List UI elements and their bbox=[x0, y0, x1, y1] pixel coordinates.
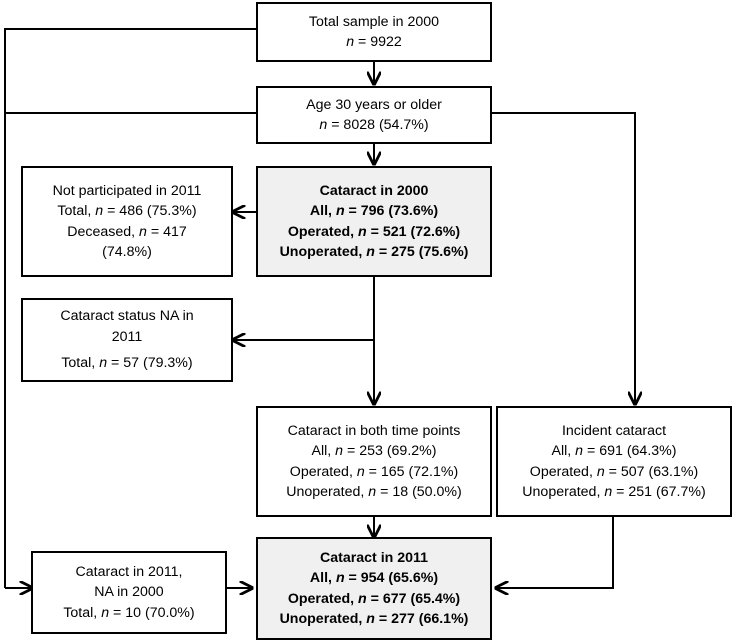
node-age-30-line-2: n = 8028 (54.7%) bbox=[319, 117, 429, 133]
node-cataract-2011-line-2: All, n = 954 (65.6%) bbox=[309, 570, 439, 587]
node-incident-line-4: Unoperated, n = 251 (67.7%) bbox=[522, 483, 706, 500]
node-cataract-2011[interactable]: Cataract in 2011 All, n = 954 (65.6%) Op… bbox=[256, 537, 492, 640]
arrow-incident-to-cataract2011 bbox=[496, 517, 614, 588]
node-age-30-line-1: Age 30 years or older bbox=[306, 96, 442, 113]
node-both-line-3: Operated, n = 165 (72.1%) bbox=[289, 463, 459, 480]
node-cataract-2011-line-3: Operated, n = 677 (65.4%) bbox=[287, 590, 461, 607]
node-cataract-2000-line-2: All, n = 796 (73.6%) bbox=[309, 203, 439, 220]
node-total-sample-line-2: n = 9922 bbox=[346, 34, 402, 50]
node-status-na-line-1: Cataract status NA in bbox=[60, 308, 194, 325]
node-incident-cataract[interactable]: Incident cataract All, n = 691 (64.3%) O… bbox=[496, 406, 732, 517]
node-incident-line-2: All, n = 691 (64.3%) bbox=[551, 443, 677, 460]
node-cataract-2000-line-1: Cataract in 2000 bbox=[319, 182, 429, 199]
node-incident-line-1: Incident cataract bbox=[561, 422, 667, 439]
node-age-30-or-older[interactable]: Age 30 years or older n = 8028 (54.7%) bbox=[256, 86, 492, 144]
node-both-line-2: All, n = 253 (69.2%) bbox=[311, 443, 437, 460]
node-na2000-line-3: Total, n = 10 (70.0%) bbox=[63, 604, 195, 621]
node-cataract-2000-line-3: Operated, n = 521 (72.6%) bbox=[287, 223, 461, 240]
node-not-participated-line-1: Not participated in 2011 bbox=[52, 182, 202, 199]
node-na2000-line-2: NA in 2000 bbox=[94, 584, 164, 601]
node-both-line-1: Cataract in both time points bbox=[287, 422, 461, 439]
node-not-participated-line-4: (74.8%) bbox=[102, 243, 152, 260]
node-not-participated-line-2: Total, n = 486 (75.3%) bbox=[57, 203, 197, 220]
node-cataract-2011-line-1: Cataract in 2011 bbox=[319, 549, 429, 566]
node-cataract-2000[interactable]: Cataract in 2000 All, n = 796 (73.6%) Op… bbox=[256, 166, 492, 277]
node-not-participated-2011[interactable]: Not participated in 2011 Total, n = 486 … bbox=[21, 166, 233, 277]
node-cataract-both-time-points[interactable]: Cataract in both time points All, n = 25… bbox=[256, 406, 492, 517]
node-status-na-line-2: 2011 bbox=[111, 328, 143, 345]
node-na2000-line-1: Cataract in 2011, bbox=[75, 563, 183, 580]
node-cataract-status-na-2011[interactable]: Cataract status NA in 2011 Total, n = 57… bbox=[21, 298, 233, 382]
node-total-sample[interactable]: Total sample in 2000 n = 9922 bbox=[256, 2, 492, 62]
node-incident-line-3: Operated, n = 507 (63.1%) bbox=[529, 463, 699, 480]
arrow-age-to-incident bbox=[492, 112, 635, 404]
node-status-na-line-4: Total, n = 57 (79.3%) bbox=[61, 355, 193, 372]
node-not-participated-line-3: Deceased, n = 417 bbox=[67, 223, 187, 240]
node-cataract-2011-line-4: Unoperated, n = 277 (66.1%) bbox=[279, 610, 469, 627]
node-both-line-4: Unoperated, n = 18 (50.0%) bbox=[286, 483, 462, 500]
node-cataract-2000-line-4: Unoperated, n = 275 (75.6%) bbox=[279, 243, 469, 260]
node-cataract-2011-na-2000[interactable]: Cataract in 2011, NA in 2000 Total, n = … bbox=[31, 551, 227, 634]
node-total-sample-line-1: Total sample in 2000 bbox=[308, 13, 440, 30]
